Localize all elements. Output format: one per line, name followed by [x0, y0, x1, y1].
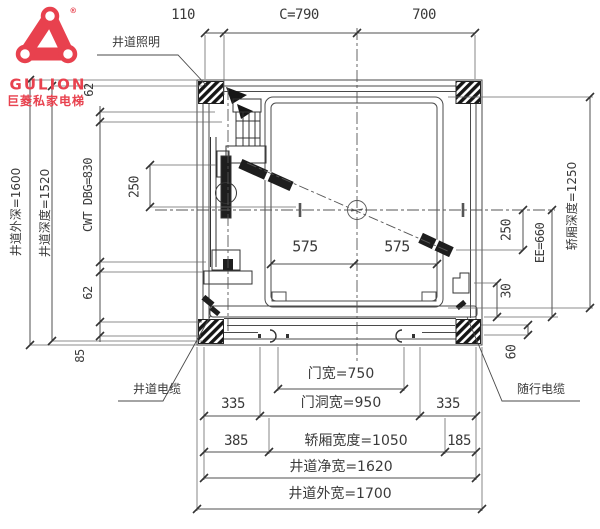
car-outline: [209, 96, 478, 318]
dim-top-c790: C=790: [279, 7, 319, 23]
dim-top-700: 700: [412, 7, 436, 23]
dim-left-62-bottom: 62: [81, 286, 95, 300]
shaft-cable-label: 井道电缆: [132, 382, 182, 396]
dim-left-85: 85: [73, 349, 87, 363]
dim-right-car-depth: 轿厢深度=1250: [565, 161, 579, 251]
dim-car-575-right: 575: [384, 237, 410, 256]
logo-brand-text: GULION: [9, 75, 87, 94]
shaft-lighting-label: 井道照明: [111, 35, 161, 49]
dim-bottom-door-width: 门宽=750: [307, 366, 375, 382]
dim-top-110: 110: [171, 7, 195, 23]
traveling-cable-label: 随行电缆: [516, 382, 566, 396]
shaft-walls: [196, 79, 483, 346]
dim-left-shaft-outer-depth: 井道外深=1600: [9, 167, 23, 257]
logo-registered-mark: ®: [70, 6, 76, 17]
dim-left-62-top: 62: [82, 83, 96, 97]
dim-left-250: 250: [127, 176, 143, 198]
dim-right-250: 250: [499, 219, 515, 241]
logo-triangle-icon: [15, 6, 78, 64]
dim-bottom-shaft-clear-width: 井道净宽=1620: [289, 459, 393, 475]
leader-lines: [97, 54, 580, 402]
corner-posts: [198, 81, 481, 344]
centerlines: [155, 28, 555, 362]
dimension-ticks: [25, 28, 595, 514]
dim-bottom-door-opening: 门洞宽=950: [300, 395, 382, 411]
extension-lines: [30, 35, 593, 511]
dim-left-shaft-depth: 井道深度=1520: [38, 168, 52, 258]
door-symbols: [258, 329, 415, 343]
machine-counterweight: [201, 87, 267, 317]
dim-bottom-car-width: 轿厢宽度=1050: [304, 433, 408, 449]
logo-tagline-text: 巨菱私家电梯: [6, 94, 86, 108]
dim-right-60: 60: [504, 344, 520, 360]
dim-bottom-385: 385: [224, 433, 248, 449]
dim-bottom-185: 185: [447, 433, 471, 449]
dim-bottom-shaft-outer-width: 井道外宽=1700: [288, 486, 392, 502]
guide-shoes: [238, 159, 470, 311]
dim-left-cwt-dbg: CWT DBG=830: [81, 158, 95, 232]
dim-car-575-left: 575: [292, 237, 318, 256]
dimension-lines: [29, 32, 591, 510]
dim-right-ee660: EE=660: [533, 222, 547, 264]
dim-bottom-335-right: 335: [436, 396, 460, 412]
dim-right-30: 30: [499, 283, 515, 299]
dim-bottom-335-left: 335: [221, 396, 245, 412]
